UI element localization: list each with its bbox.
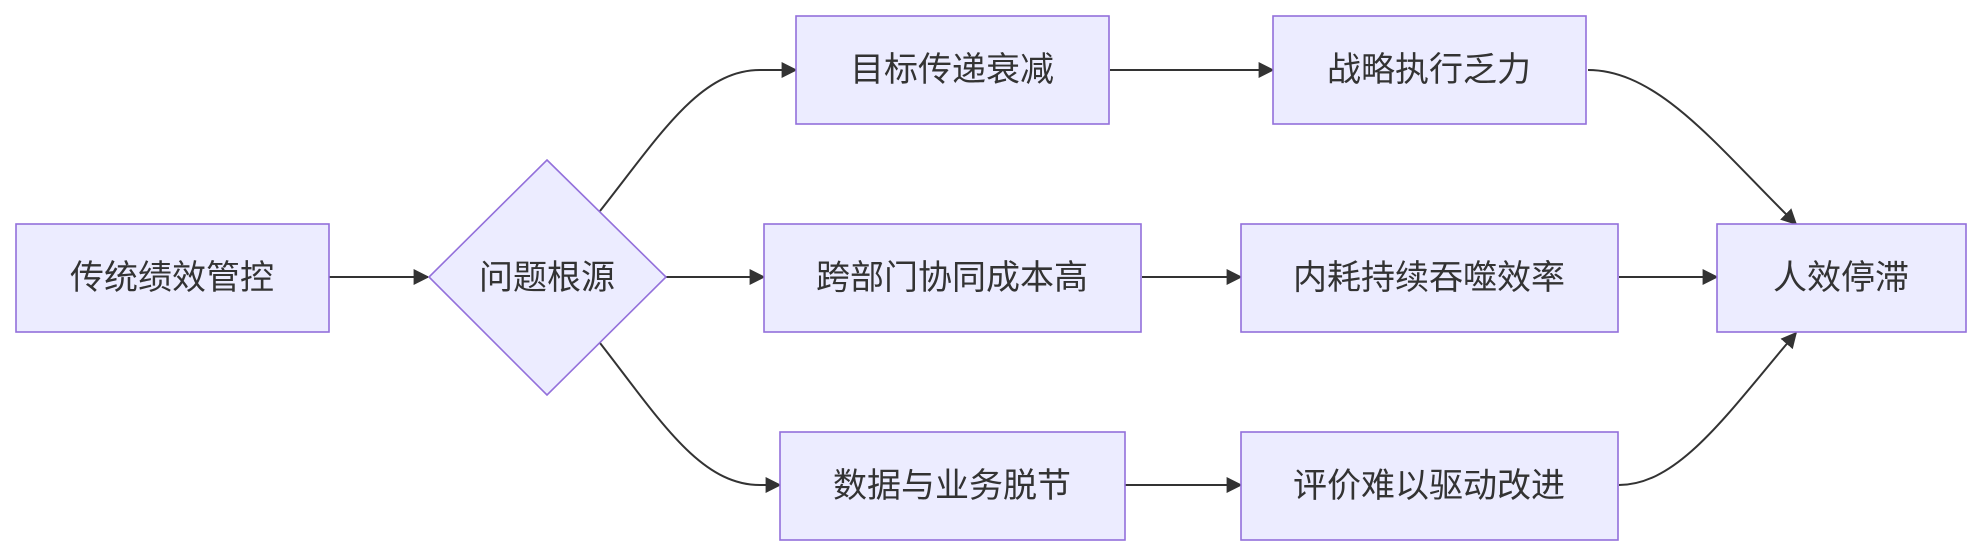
node-label: 评价难以驱动改进 — [1293, 466, 1565, 506]
node-label: 跨部门协同成本高 — [816, 258, 1088, 298]
node-collab-cost: 跨部门协同成本高 — [763, 223, 1142, 333]
node-data-disconnect: 数据与业务脱节 — [779, 431, 1126, 541]
edge-root-cause-to-data-disconnect — [599, 342, 782, 493]
node-label: 传统绩效管控 — [70, 258, 274, 298]
node-label: 目标传递衰减 — [850, 50, 1054, 90]
node-evaluation-ineffective: 评价难以驱动改进 — [1240, 431, 1619, 541]
node-root-cause: 问题根源 — [427, 158, 668, 397]
node-label: 内耗持续吞噬效率 — [1293, 258, 1565, 298]
node-label: 人效停滞 — [1773, 258, 1909, 298]
node-label: 战略执行乏力 — [1327, 50, 1531, 90]
edge-evaluation-ineffective-to-efficiency-stagnation — [1618, 331, 1798, 486]
node-strategy-weak: 战略执行乏力 — [1272, 15, 1587, 125]
node-goal-decay: 目标传递衰减 — [795, 15, 1110, 125]
edge-strategy-weak-to-efficiency-stagnation — [1587, 69, 1798, 226]
node-efficiency-stagnation: 人效停滞 — [1716, 223, 1967, 333]
edge-root-cause-to-goal-decay — [599, 62, 798, 212]
node-label: 问题根源 — [479, 258, 615, 298]
node-internal-friction: 内耗持续吞噬效率 — [1240, 223, 1619, 333]
node-traditional-control: 传统绩效管控 — [15, 223, 330, 333]
edges — [329, 62, 1798, 493]
node-label: 数据与业务脱节 — [833, 466, 1071, 506]
